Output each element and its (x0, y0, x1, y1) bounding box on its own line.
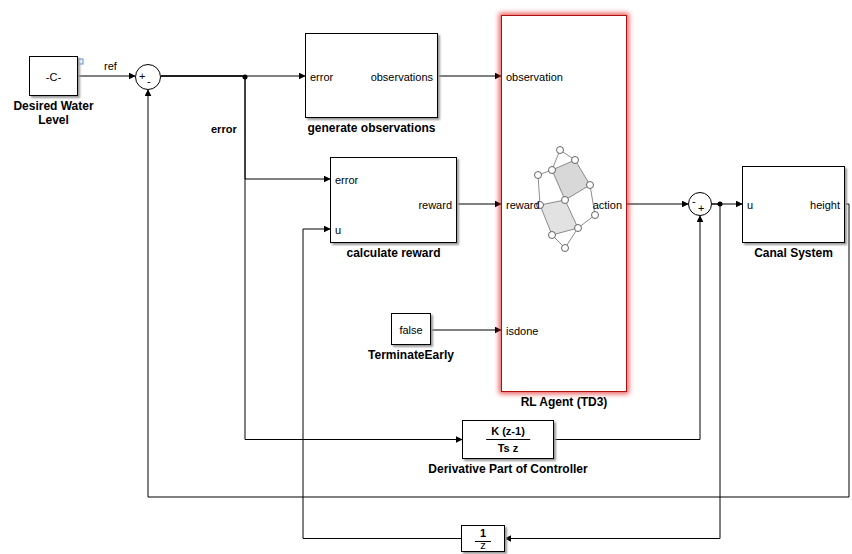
constant-block: -C-Desired Water Level (29, 56, 78, 96)
signal-name: error (210, 123, 238, 136)
neural-network-icon (535, 147, 599, 252)
port-label: height (810, 198, 840, 212)
numerator: K (z-1) (486, 424, 530, 440)
signal-line (505, 204, 720, 539)
signal-line (431, 330, 501, 331)
signal-line (148, 90, 849, 497)
constant-block: falseTerminateEarly (391, 313, 431, 345)
sign-label: + (698, 202, 704, 214)
signal-line (438, 76, 501, 77)
signal-name: ref (103, 60, 118, 73)
signal-line (457, 204, 501, 205)
signal-line (627, 204, 688, 205)
port-label: -C- (30, 70, 77, 84)
signal-line (161, 76, 462, 440)
port-label: false (392, 323, 430, 337)
port-label: reward (418, 198, 452, 212)
port-label: u (747, 198, 753, 212)
sign-label: - (692, 195, 696, 207)
port-label: observations (371, 70, 433, 84)
subsystem-block: errorrewarducalculate reward (330, 157, 457, 243)
block-name: Derivative Part of Controller (428, 462, 587, 476)
signal-line (78, 76, 135, 77)
sum-junction: -+ (688, 192, 712, 216)
port-label: u (335, 223, 341, 237)
block-name: Canal System (754, 246, 833, 260)
subsystem-block: errorobservationsgenerate observations (305, 33, 438, 118)
port-label: error (335, 173, 358, 187)
port-label: z (462, 538, 504, 552)
transfer-function-block: K (z-1)Ts zDerivative Part of Controller (462, 420, 554, 459)
signal-line (303, 229, 461, 539)
block-name: RL Agent (TD3) (521, 395, 608, 409)
port-label: observation (506, 70, 563, 84)
rl-agent-block: observationrewardactionisdoneRL Agent (T… (501, 15, 627, 392)
block-name: TerminateEarly (368, 348, 454, 362)
port-label: isdone (506, 324, 538, 338)
block-name: Desired Water Level (9, 99, 99, 127)
port-label: reward (506, 198, 540, 212)
port-label: action (593, 198, 622, 212)
block-name: generate observations (307, 121, 435, 135)
port-label: Ts z (463, 441, 553, 455)
block-name: calculate reward (346, 246, 440, 260)
plant-block: uheightCanal System (742, 166, 845, 243)
port-label: error (310, 70, 333, 84)
sign-label: - (147, 75, 151, 87)
sum-junction: +- (135, 64, 161, 90)
unit-delay-block: 1z (461, 525, 505, 552)
sign-label: + (139, 70, 145, 82)
